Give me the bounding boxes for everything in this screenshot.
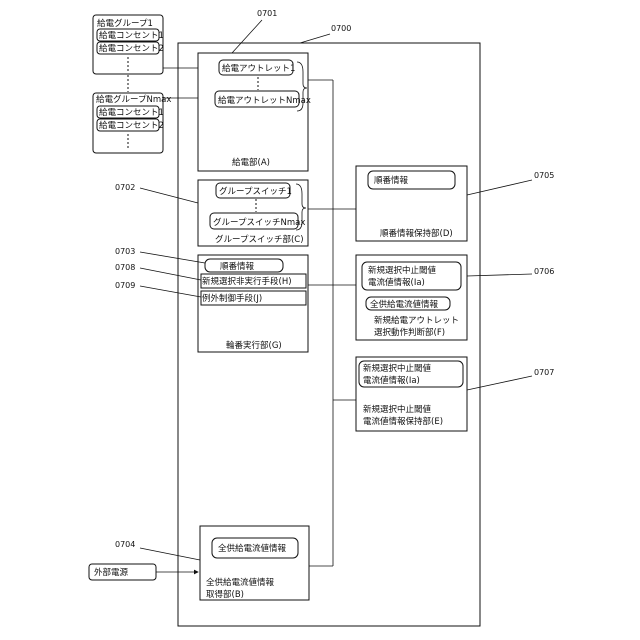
switch-unit-C: グループスイッチ1 グループスイッチNmax グループスイッチ部(C) [198, 180, 308, 246]
acquire-unit-B: 全供給電流値情報 全供給電流値情報 取得部(B) [200, 526, 309, 600]
rotation-unit-label: 輪番実行部(G) [226, 340, 282, 351]
outlet-1-label: 給電アウトレット1 [222, 63, 295, 74]
ref-0701: 0701 [257, 9, 277, 18]
judge-unit-label-1: 新規給電アウトレット [374, 315, 459, 326]
threshold-store-E: 新規選択中止閾値 電流値情報(Ia) 新規選択中止閾値 電流値情報保持部(E) [356, 357, 467, 431]
threshold-store-inner-label-2: 電流値情報(Ia) [363, 375, 420, 386]
ref-0703: 0703 [115, 247, 135, 256]
judge-unit-F: 新規選択中止閾値 電流値情報(Ia) 全供給電流値情報 新規給電アウトレット 選… [356, 255, 467, 340]
ref-0707: 0707 [534, 368, 554, 377]
ref-0709: 0709 [115, 281, 135, 290]
external-power: 外部電源 [89, 564, 156, 580]
group1-title: 給電グループ1 [97, 18, 153, 29]
ref-0700: 0700 [331, 24, 351, 33]
threshold-store-label-1: 新規選択中止閾値 [363, 404, 432, 415]
ref-0704: 0704 [115, 540, 135, 549]
switch-unit-label: グループスイッチ部(C) [215, 234, 304, 245]
external-power-label: 外部電源 [94, 567, 129, 578]
groupN-outlet-2-label: 給電コンセント2 [99, 120, 164, 131]
switch-nmax-label: グループスイッチNmax [213, 217, 305, 228]
power-unit-label: 給電部(A) [232, 157, 270, 168]
judge-unit-label-2: 選択動作判断部(F) [374, 327, 445, 338]
order-store-D: 順番情報 順番情報保持部(D) [356, 166, 467, 241]
rotation-unit-G: 順番情報 新規選択非実行手段(H) 例外制御手段(J) 輪番実行部(G) [198, 255, 308, 352]
order-store-inner-label: 順番情報 [374, 175, 409, 186]
rotation-order-info-label: 順番情報 [220, 261, 255, 272]
threshold-store-label-2: 電流値情報保持部(E) [363, 416, 443, 427]
power-unit-A: 給電アウトレット1 給電アウトレットNmax 給電部(A) [198, 53, 311, 171]
outlet-nmax-label: 給電アウトレットNmax [218, 95, 311, 106]
order-store-label: 順番情報保持部(D) [380, 228, 453, 239]
judge-threshold-label-2: 電流値情報(Ia) [368, 277, 425, 288]
acquire-unit-label-2: 取得部(B) [206, 589, 244, 600]
ref-0708: 0708 [115, 263, 135, 272]
judge-threshold-label-1: 新規選択中止閾値 [368, 265, 437, 276]
ref-0706: 0706 [534, 267, 554, 276]
power-group-1: 給電グループ1 給電コンセント1 給電コンセント2 [93, 15, 164, 74]
switch-1-label: グループスイッチ1 [219, 186, 292, 197]
acquire-unit-label-1: 全供給電流値情報 [206, 577, 275, 588]
groupN-outlet-1-label: 給電コンセント1 [99, 107, 164, 118]
ref-0702: 0702 [115, 183, 135, 192]
power-group-nmax: 給電グループNmax 給電コンセント1 給電コンセント2 [93, 93, 171, 153]
new-select-means-label: 新規選択非実行手段(H) [202, 276, 292, 287]
ref-0705: 0705 [534, 171, 554, 180]
threshold-store-inner-label-1: 新規選択中止閾値 [363, 363, 432, 374]
judge-total-current-label: 全供給電流値情報 [370, 299, 439, 310]
exception-means-label: 例外制御手段(J) [202, 293, 262, 304]
acquire-inner-label: 全供給電流値情報 [218, 543, 287, 554]
groupN-title: 給電グループNmax [96, 94, 171, 105]
group1-outlet-1-label: 給電コンセント1 [99, 30, 164, 41]
group1-outlet-2-label: 給電コンセント2 [99, 43, 164, 54]
